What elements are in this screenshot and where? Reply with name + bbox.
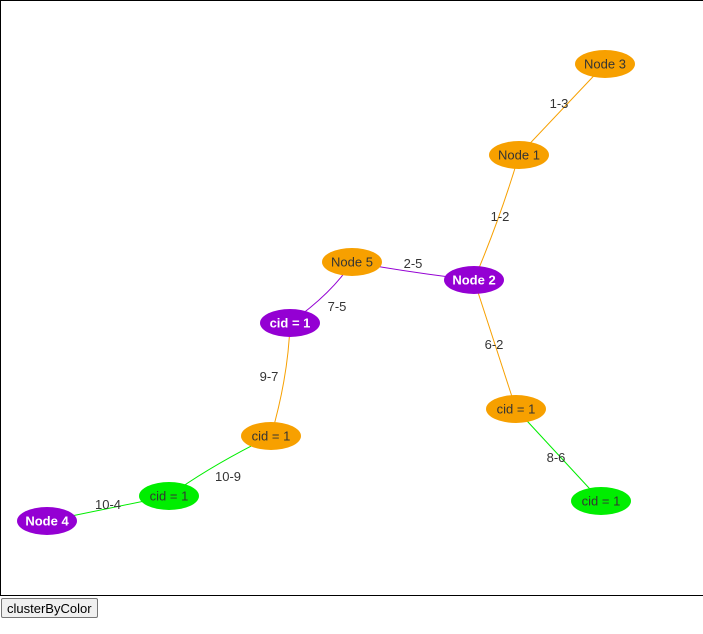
edge-label-text: 2-5 [404, 256, 423, 271]
node-n2[interactable]: Node 2 [444, 266, 504, 294]
nodes-layer: Node 3 Node 1 Node 5 Node 2 cid = 1 cid = 1 ci… [17, 50, 635, 535]
edge-n1-n2[interactable] [473, 154, 520, 281]
edge-label-text: 1-2 [491, 209, 510, 224]
edge-label-text: 10-4 [95, 497, 121, 512]
edge-label-n1-n3: 1-3 [550, 96, 569, 111]
edge-label-text: 1-3 [550, 96, 569, 111]
edge-label-n5-c7: 7-5 [328, 299, 347, 314]
node-label: Node 3 [584, 57, 626, 72]
node-shape[interactable] [322, 248, 382, 276]
node-shape[interactable] [139, 482, 199, 510]
edge-label-c9-c10: 10-9 [215, 469, 241, 484]
node-c7[interactable]: cid = 1 [260, 309, 320, 337]
edge-n2-c6[interactable] [473, 279, 517, 410]
edge-label-text: 7-5 [328, 299, 347, 314]
node-shape[interactable] [17, 507, 77, 535]
edge-label-text: 9-7 [260, 369, 279, 384]
edge-label-n1-n2: 1-2 [491, 209, 510, 224]
edge-label-n2-n5: 2-5 [404, 256, 423, 271]
node-n4[interactable]: Node 4 [17, 507, 77, 535]
edge-label-c10-n4: 10-4 [95, 497, 121, 512]
node-shape[interactable] [575, 50, 635, 78]
cluster-by-color-button[interactable]: clusterByColor [1, 598, 98, 618]
node-n1[interactable]: Node 1 [489, 141, 549, 169]
node-label: cid = 1 [497, 402, 536, 417]
node-label: Node 4 [25, 514, 69, 529]
node-label: cid = 1 [270, 316, 311, 331]
edge-label-text: 10-9 [215, 469, 241, 484]
node-shape[interactable] [486, 395, 546, 423]
node-c8[interactable]: cid = 1 [571, 487, 631, 515]
node-c9[interactable]: cid = 1 [241, 422, 301, 450]
edge-label-n2-c6: 6-2 [485, 337, 504, 352]
edges-layer [46, 63, 606, 522]
node-label: cid = 1 [150, 489, 189, 504]
edge-label-c6-c8: 8-6 [547, 450, 566, 465]
node-n5[interactable]: Node 5 [322, 248, 382, 276]
node-label: Node 1 [498, 148, 540, 163]
node-c10[interactable]: cid = 1 [139, 482, 199, 510]
node-n3[interactable]: Node 3 [575, 50, 635, 78]
node-shape[interactable] [489, 141, 549, 169]
node-shape[interactable] [571, 487, 631, 515]
edge-labels-layer: 1-3 1-2 2-5 7-5 6-2 9-7 8-6 10-9 10-4 [95, 96, 569, 512]
node-label: Node 2 [452, 273, 495, 288]
node-label: cid = 1 [252, 429, 291, 444]
node-shape[interactable] [444, 266, 504, 294]
node-shape[interactable] [260, 309, 320, 337]
edge-label-text: 8-6 [547, 450, 566, 465]
edge-label-c7-c9: 9-7 [260, 369, 279, 384]
node-shape[interactable] [241, 422, 301, 450]
edge-label-text: 6-2 [485, 337, 504, 352]
node-label: cid = 1 [582, 494, 621, 509]
node-label: Node 5 [331, 255, 373, 270]
node-c6[interactable]: cid = 1 [486, 395, 546, 423]
network-graph[interactable]: 1-31-22-57-56-29-78-610-910-4 Node 3Node… [1, 1, 703, 597]
